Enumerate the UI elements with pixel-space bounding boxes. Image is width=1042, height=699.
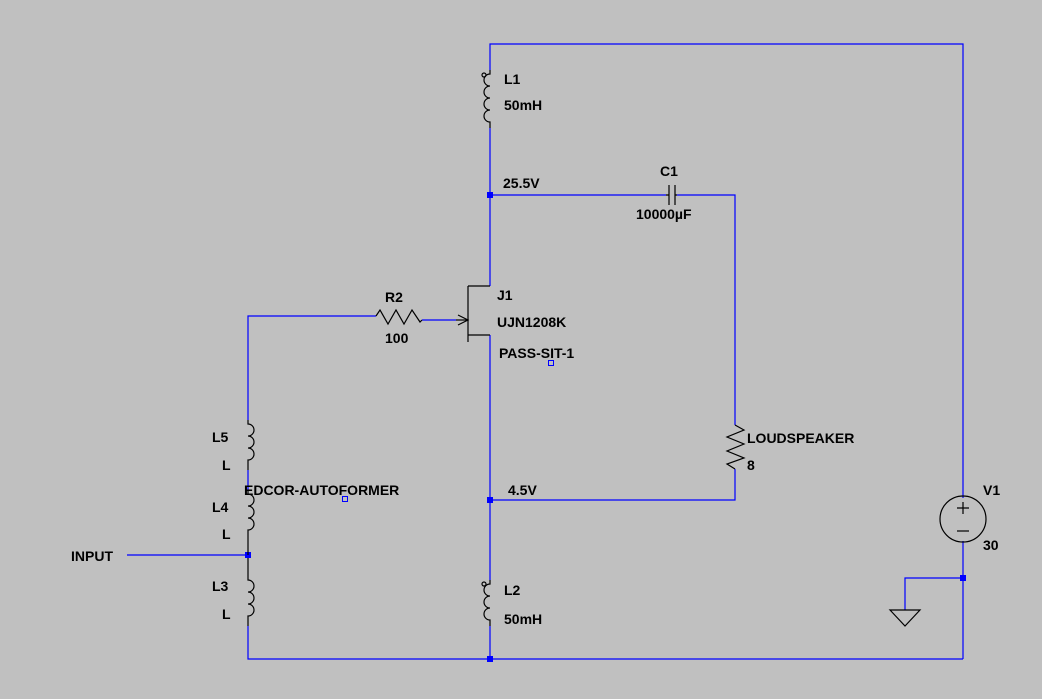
inductor-l5-symbol xyxy=(247,420,255,470)
l5-value-label: L xyxy=(222,457,231,473)
speaker-value-label: 8 xyxy=(747,457,755,473)
r2-ref-label: R2 xyxy=(385,289,403,305)
speaker-ref-label: LOUDSPEAKER xyxy=(747,430,855,446)
net-label-4v5: 4.5V xyxy=(508,482,537,498)
l1-value-label: 50mH xyxy=(504,97,543,113)
j1-ref-label: J1 xyxy=(497,287,513,303)
v1-value-label: 30 xyxy=(983,537,999,553)
l3-ref-label: L3 xyxy=(212,578,229,594)
c1-value-label: 10000µF xyxy=(636,206,692,222)
resistor-r2-symbol xyxy=(375,308,423,326)
inductor-l1-symbol xyxy=(481,70,491,128)
resistor-loudspeaker-symbol xyxy=(725,424,746,470)
r2-value-label: 100 xyxy=(385,330,409,346)
inductor-l3-symbol xyxy=(247,558,255,626)
wire-bottom-rail xyxy=(247,626,963,660)
junction-dot xyxy=(487,656,493,662)
l3-value-label: L xyxy=(222,606,231,622)
wire-gate-feed xyxy=(247,315,376,420)
wire-top-rail xyxy=(489,43,964,498)
wire-c1-right xyxy=(677,194,736,425)
v1-ref-label: V1 xyxy=(983,482,1001,498)
wire-ground-tap xyxy=(904,577,963,610)
j1-value-label: UJN1208K xyxy=(497,314,567,330)
inductor-l4-symbol xyxy=(247,490,255,555)
l1-ref-label: L1 xyxy=(504,71,521,87)
inductor-l2-symbol xyxy=(481,580,491,626)
junction-dot xyxy=(487,192,493,198)
wires xyxy=(127,43,964,660)
l5-ref-label: L5 xyxy=(212,429,229,445)
jfet-j1-symbol xyxy=(456,285,490,342)
capacitor-c1-symbol xyxy=(666,185,677,205)
autoformer-label: EDCOR-AUTOFORMER xyxy=(244,482,400,498)
junction-dot xyxy=(960,575,966,581)
junctions xyxy=(245,192,966,662)
c1-ref-label: C1 xyxy=(660,163,678,179)
l2-value-label: 50mH xyxy=(504,611,543,627)
l4-ref-label: L4 xyxy=(212,499,229,515)
net-label-input: INPUT xyxy=(71,548,113,564)
junction-dot xyxy=(487,497,493,503)
l2-ref-label: L2 xyxy=(504,582,521,598)
autoformer-anchor xyxy=(342,496,348,502)
voltage-source-v1-symbol xyxy=(939,495,987,543)
l4-value-label: L xyxy=(222,526,231,542)
j1-model-label: PASS-SIT-1 xyxy=(499,345,575,361)
net-label-25v5: 25.5V xyxy=(503,175,540,191)
wire-speaker-return xyxy=(490,469,736,501)
j1-model-anchor xyxy=(548,360,554,366)
ground-symbol xyxy=(888,609,922,627)
components xyxy=(247,70,987,627)
